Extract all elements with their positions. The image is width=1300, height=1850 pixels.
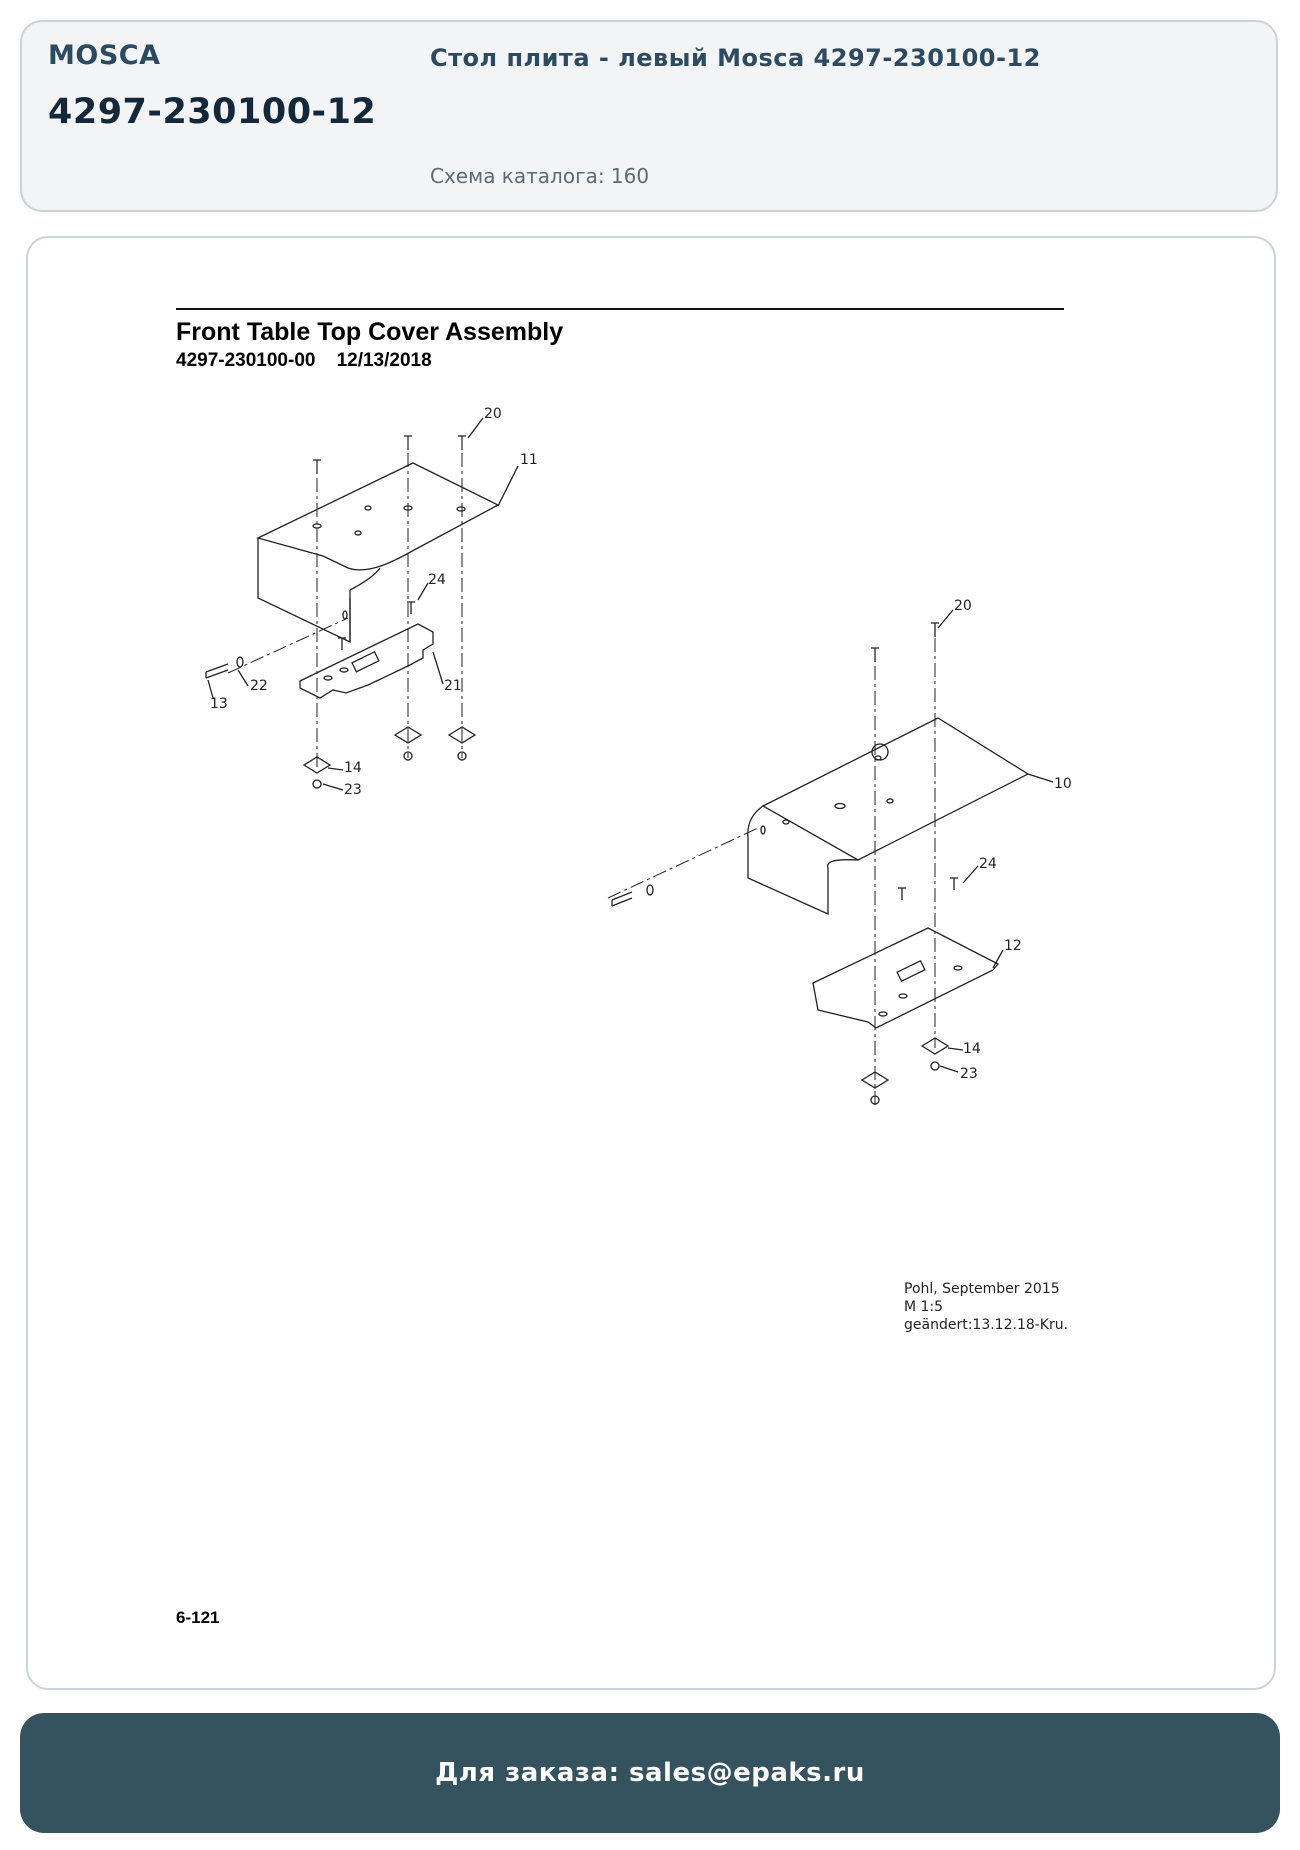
right-assembly [607, 609, 1054, 1108]
drawing-notes: Pohl, September 2015 M 1:5 geändert:13.12.… [904, 1281, 1068, 1333]
callout-left-20: 20 [484, 406, 502, 422]
left-callouts: 20 11 24 21 22 13 14 23 [210, 406, 538, 798]
callout-left-14: 14 [344, 760, 362, 776]
callout-left-21: 21 [444, 678, 462, 694]
order-contact[interactable]: Для заказа: sales@epaks.ru [435, 1758, 865, 1788]
exploded-view-diagram: 20 11 24 21 22 13 14 23 [205, 406, 1072, 1333]
catalog-scheme: Схема каталога: 160 [430, 164, 650, 188]
drawing-note-2: geändert:13.12.18-Kru. [904, 1317, 1068, 1333]
title-rule [176, 308, 1064, 310]
page-number: 6-121 [176, 1608, 220, 1627]
brand-name: MOSCA [48, 40, 161, 71]
callout-right-20: 20 [954, 598, 972, 614]
drawing-panel: Front Table Top Cover Assembly 4297-2301… [26, 236, 1276, 1690]
left-assembly [205, 417, 519, 791]
callout-left-22: 22 [250, 678, 268, 694]
page-title: Стол плита - левый Mosca 4297-230100-12 [430, 44, 1041, 72]
callout-right-23: 23 [960, 1066, 978, 1082]
callout-left-23: 23 [344, 782, 362, 798]
part-number: 4297-230100-12 [48, 92, 377, 132]
callout-right-24: 24 [979, 856, 997, 872]
order-footer: Для заказа: sales@epaks.ru [20, 1713, 1280, 1833]
callout-right-12: 12 [1004, 938, 1022, 954]
right-callouts: 20 10 24 12 14 23 [954, 598, 1072, 1082]
callout-left-13: 13 [210, 696, 228, 712]
callout-left-11: 11 [520, 452, 538, 468]
drawing-subtitle: 4297-230100-00 12/13/2018 [176, 350, 432, 371]
callout-right-14: 14 [963, 1041, 981, 1057]
callout-right-10: 10 [1054, 776, 1072, 792]
drawing-title: Front Table Top Cover Assembly [176, 318, 564, 346]
header-card: MOSCA 4297-230100-12 Стол плита - левый … [20, 20, 1278, 212]
callout-left-24: 24 [428, 572, 446, 588]
drawing-note-0: Pohl, September 2015 [904, 1281, 1060, 1297]
drawing-note-1: M 1:5 [904, 1299, 943, 1315]
